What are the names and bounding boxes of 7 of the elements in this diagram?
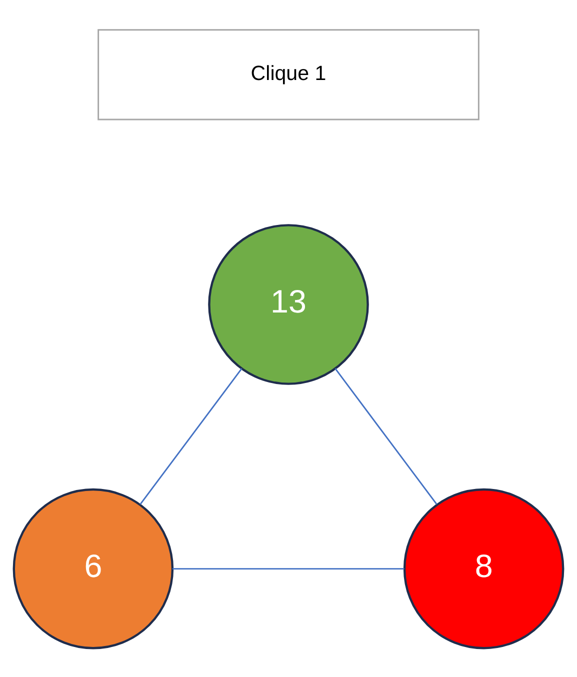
node-circle: 6 [12, 488, 174, 649]
node-circle: 8 [403, 488, 564, 649]
connector [334, 368, 438, 504]
node-box: Clique 1 [98, 28, 480, 120]
connector [172, 568, 404, 570]
node-circle: 13 [208, 224, 369, 384]
connector [140, 368, 242, 504]
